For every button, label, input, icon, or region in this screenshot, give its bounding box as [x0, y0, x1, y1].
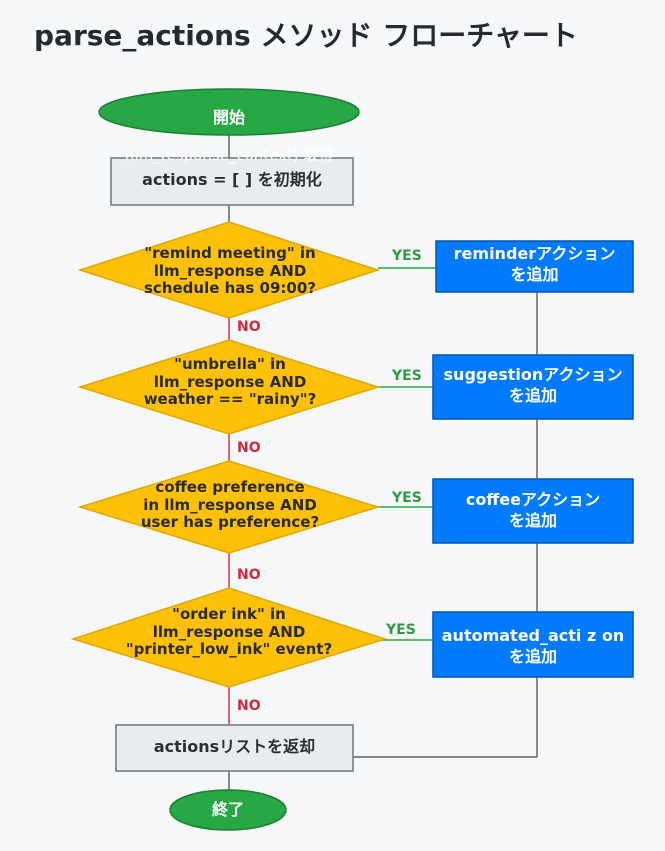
action-automated-label: automated_acti z on を追加 — [441, 626, 625, 666]
action-reminder-label: reminderアクション を追加 — [453, 244, 616, 284]
decision-remind-label: "remind meeting" in llm_response AND sch… — [143, 244, 317, 297]
init-node — [110, 157, 354, 206]
action-coffee — [432, 478, 634, 544]
yes-label-4: YES — [386, 622, 416, 638]
yes-label-1: YES — [392, 248, 422, 264]
init-label: actions = [ ] を初期化 — [142, 170, 322, 189]
no-label-1: NO — [237, 319, 261, 335]
action-coffee-label: coffeeアクション を追加 — [465, 490, 601, 530]
return-label: actionsリストを返却 — [153, 737, 316, 756]
action-suggestion-label: suggestionアクション を追加 — [443, 365, 623, 405]
yes-label-3: YES — [392, 490, 422, 506]
no-label-4: NO — [237, 698, 261, 714]
no-label-3: NO — [237, 567, 261, 583]
return-node — [115, 724, 354, 772]
action-reminder — [435, 240, 634, 293]
no-label-2: NO — [237, 440, 261, 456]
start-label: 開始 (llm_response_context) 取得 — [99, 90, 359, 183]
decision-remind — [77, 221, 381, 319]
start-node — [98, 88, 360, 136]
yes-label-2: YES — [392, 368, 422, 384]
decision-umbrella — [77, 339, 381, 435]
decision-umbrella-label: "umbrella" in llm_response AND weather =… — [143, 355, 317, 408]
action-suggestion — [432, 354, 634, 420]
end-node — [169, 789, 287, 831]
start-subtitle: (llm_response_context) 取得 — [124, 146, 334, 164]
decision-order-ink-label: "order ink" in llm_response AND "printer… — [125, 605, 333, 658]
start-title: 開始 — [212, 107, 245, 127]
decision-coffee-label: coffee preference in llm_response AND us… — [140, 478, 320, 531]
page-title: parse_actions メソッド フローチャート — [34, 19, 578, 52]
end-label: 終了 — [211, 800, 244, 819]
decision-coffee — [77, 460, 381, 554]
action-automated — [432, 611, 634, 678]
decision-order-ink — [70, 587, 388, 688]
